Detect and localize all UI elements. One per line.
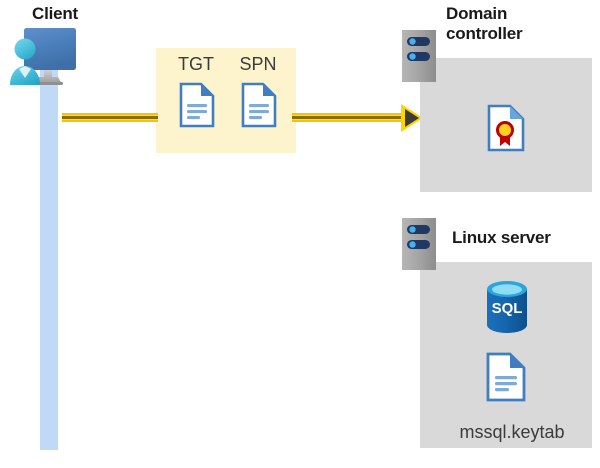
tgt-document-group: TGT <box>168 54 224 128</box>
tgt-label: TGT <box>178 54 214 74</box>
user-computer-icon <box>6 25 94 91</box>
arrow-right-icon <box>400 102 424 134</box>
client-lifeline <box>40 62 58 450</box>
keytab-filename-label: mssql.keytab <box>459 422 565 442</box>
domain-controller-label-line1: Domain <box>446 4 508 23</box>
certificate-document-icon <box>487 104 525 152</box>
domain-controller-label-line2: controller <box>446 24 523 43</box>
connector-line-right <box>292 113 408 122</box>
spn-document-group: SPN <box>230 54 286 128</box>
server-rack-icon <box>402 30 436 82</box>
sql-database-icon: SQL <box>484 280 530 334</box>
linux-server-label: Linux server <box>452 228 551 247</box>
document-icon <box>486 352 526 402</box>
connector-line-left <box>62 113 158 122</box>
client-label: Client <box>32 4 79 23</box>
document-icon <box>241 82 277 128</box>
server-rack-icon <box>402 218 436 270</box>
document-icon <box>179 82 215 128</box>
svg-text:SQL: SQL <box>492 300 523 317</box>
domain-controller-label: Domain controller <box>446 4 596 44</box>
spn-label: SPN <box>239 54 277 74</box>
